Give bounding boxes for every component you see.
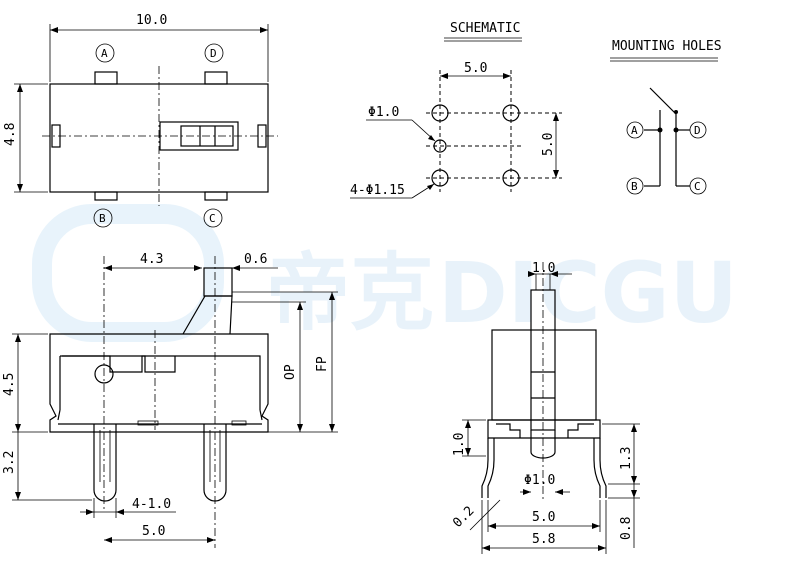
mounting-d-label: D [694,124,701,137]
dim-front-10-left: 1.0 [452,433,467,456]
dim-front-phi10: Φ1.0 [524,473,555,488]
dim-fp: FP [315,356,330,372]
top-pin-b-label: B [99,212,106,225]
mounting-b-label: B [631,180,638,193]
dim-side-45: 4.5 [2,373,17,396]
top-pin-c-label: C [209,212,216,225]
mounting-c-label: C [694,180,701,193]
watermark-latin: DICGU [438,244,738,342]
watermark: 帝克 DICGU [32,204,738,342]
dim-front-58: 5.8 [532,532,555,547]
top-pin-a-label: A [101,47,108,60]
schematic-width: 5.0 [464,61,487,76]
mounting-a-label: A [631,124,638,137]
mounting-circuit: MOUNTING HOLES A D B C [610,39,722,195]
dim-top-width: 10.0 [136,13,167,28]
mounting-title: MOUNTING HOLES [612,39,722,54]
front-view: 1.0 1.0 1.3 0.8 Φ1.0 [450,261,640,554]
dim-side-50: 5.0 [142,524,165,539]
top-pin-d-label: D [210,47,217,60]
dim-front-10: 1.0 [532,261,555,276]
dim-side-32: 3.2 [2,451,17,474]
dim-side-43: 4.3 [140,252,163,267]
schematic-title: SCHEMATIC [450,21,520,36]
watermark-chinese: 帝克 [266,244,434,342]
top-view: 10.0 4.8 A D B C [3,13,278,228]
dim-front-50: 5.0 [532,510,555,525]
side-view: 4.3 0.6 OP FP 4.5 3.2 4-1.0 5.0 [2,252,338,548]
dim-side-pins: 4-1.0 [132,497,171,512]
dim-front-13: 1.3 [619,447,634,470]
schematic-footprint: SCHEMATIC 5.0 5.0 Φ1.0 4-Φ1.15 [350,21,562,199]
schematic-hole-small: Φ1.0 [368,105,399,120]
schematic-hole-large: 4-Φ1.15 [350,183,405,198]
dim-front-08: 0.8 [619,517,634,540]
dim-side-06: 0.6 [244,252,267,267]
schematic-height: 5.0 [541,133,556,156]
dim-op: OP [283,364,298,380]
dim-top-height: 4.8 [3,123,18,146]
